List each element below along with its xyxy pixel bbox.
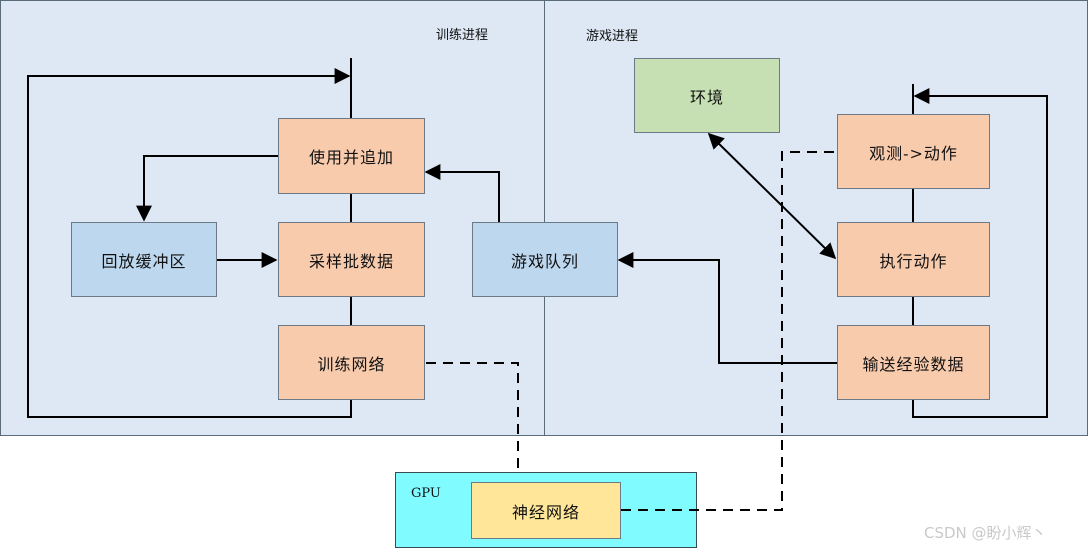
game-loop-line — [912, 88, 1048, 418]
train-network-box: 训练网络 — [278, 325, 425, 400]
execute-action-box: 执行动作 — [837, 222, 990, 297]
game-queue-box: 游戏队列 — [472, 222, 618, 297]
use-append-box: 使用并追加 — [278, 118, 425, 194]
game-process-label: 游戏进程 — [586, 29, 639, 44]
training-process-label: 训练进程 — [436, 28, 489, 43]
env-execute-arrow — [707, 132, 837, 260]
use-to-buffer-arrow — [136, 155, 278, 222]
observe-action-box: 观测->动作 — [837, 114, 990, 189]
csdn-watermark: CSDN @盼小辉丶 — [924, 524, 1047, 542]
training-process-panel — [0, 0, 545, 436]
send-experience-box: 输送经验数据 — [837, 325, 990, 400]
send-to-queue-arrow — [617, 252, 837, 364]
neural-network-box: 神经网络 — [471, 482, 621, 539]
environment-box: 环境 — [634, 58, 780, 133]
replay-buffer-box: 回放缓冲区 — [71, 222, 217, 297]
sample-batch-box: 采样批数据 — [278, 222, 425, 297]
train-to-gpu-dashed — [426, 362, 519, 472]
training-loop-line — [27, 68, 352, 418]
nn-to-observe-dashed — [621, 151, 837, 511]
gpu-label: GPU — [411, 486, 441, 501]
queue-to-use-arrow — [424, 164, 500, 222]
